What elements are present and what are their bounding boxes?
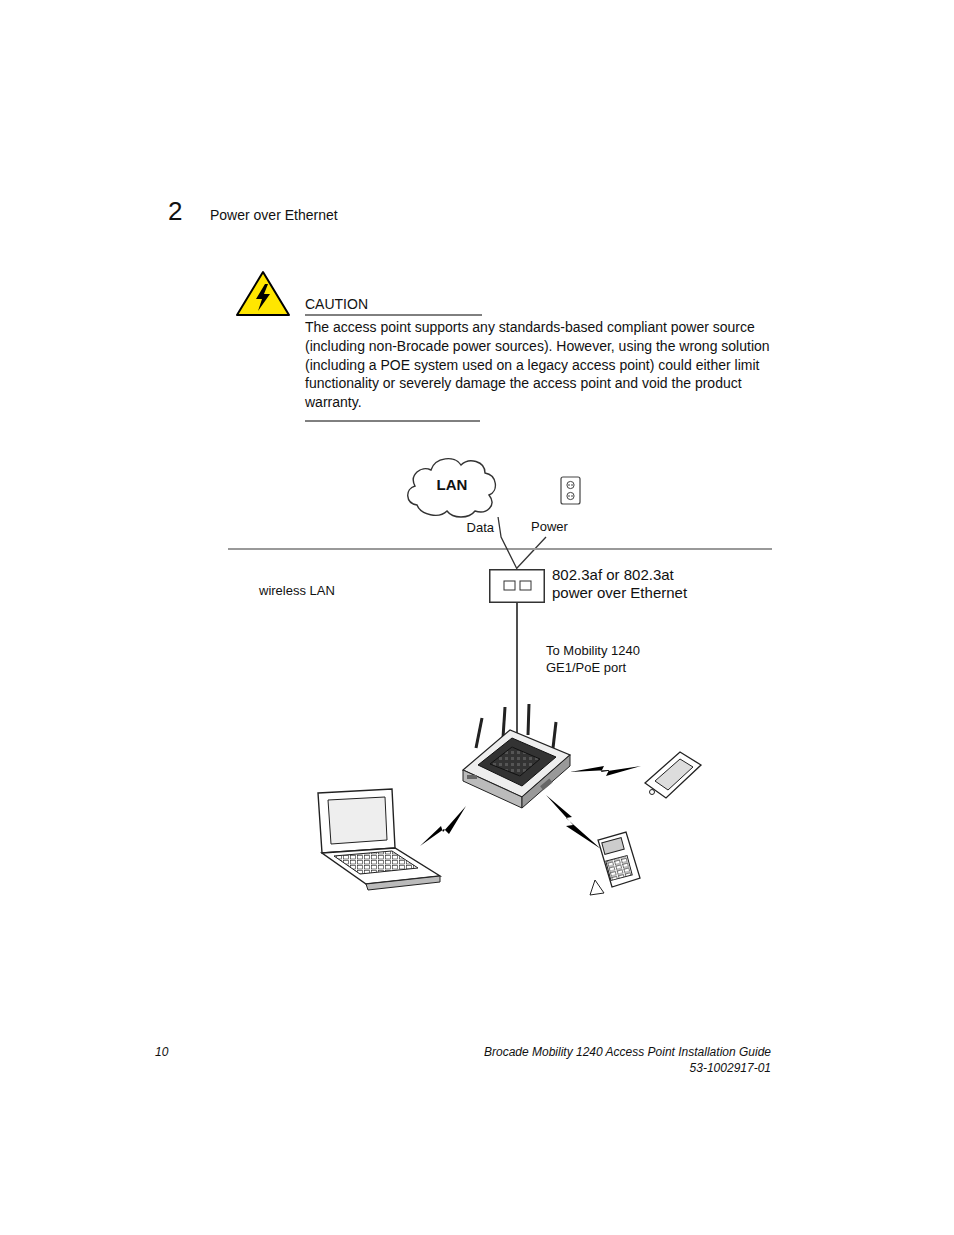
laptop <box>318 789 440 890</box>
doc-number: 53-1002917-01 <box>690 1061 771 1077</box>
caution-text: The access point supports any standards-… <box>305 318 781 412</box>
region-label: wireless LAN <box>259 583 335 600</box>
rule <box>305 421 480 422</box>
footer-title: Brocade Mobility 1240 Access Point Insta… <box>484 1045 771 1061</box>
box-outline <box>489 569 545 603</box>
port-label: To Mobility 1240 GE1/PoE port <box>546 643 666 677</box>
handheld-scanner <box>590 832 640 895</box>
pda-device <box>645 752 701 798</box>
power-label: Power <box>531 519 568 536</box>
data-wire <box>498 517 517 569</box>
running-header: Power over Ethernet <box>210 206 338 224</box>
access-point <box>463 704 570 808</box>
caution-icon <box>237 272 289 315</box>
divider-line <box>228 548 772 550</box>
edge-label: Data <box>466 520 495 535</box>
chapter-number: 2 <box>168 195 182 229</box>
lan-cloud: LAN <box>403 453 501 519</box>
page-number: 10 <box>155 1045 168 1061</box>
rule <box>305 315 482 316</box>
wireless-link <box>420 766 641 849</box>
power-wire <box>517 537 546 568</box>
poe-injector: 802.3af or 802.3at power over Ethernet <box>489 569 545 603</box>
cloud-label: LAN <box>403 475 501 495</box>
power-outlet <box>561 477 580 504</box>
ethernet-cable <box>516 603 518 742</box>
caution-heading: CAUTION <box>305 295 368 313</box>
injector-label: 802.3af or 802.3at power over Ethernet <box>552 566 702 602</box>
